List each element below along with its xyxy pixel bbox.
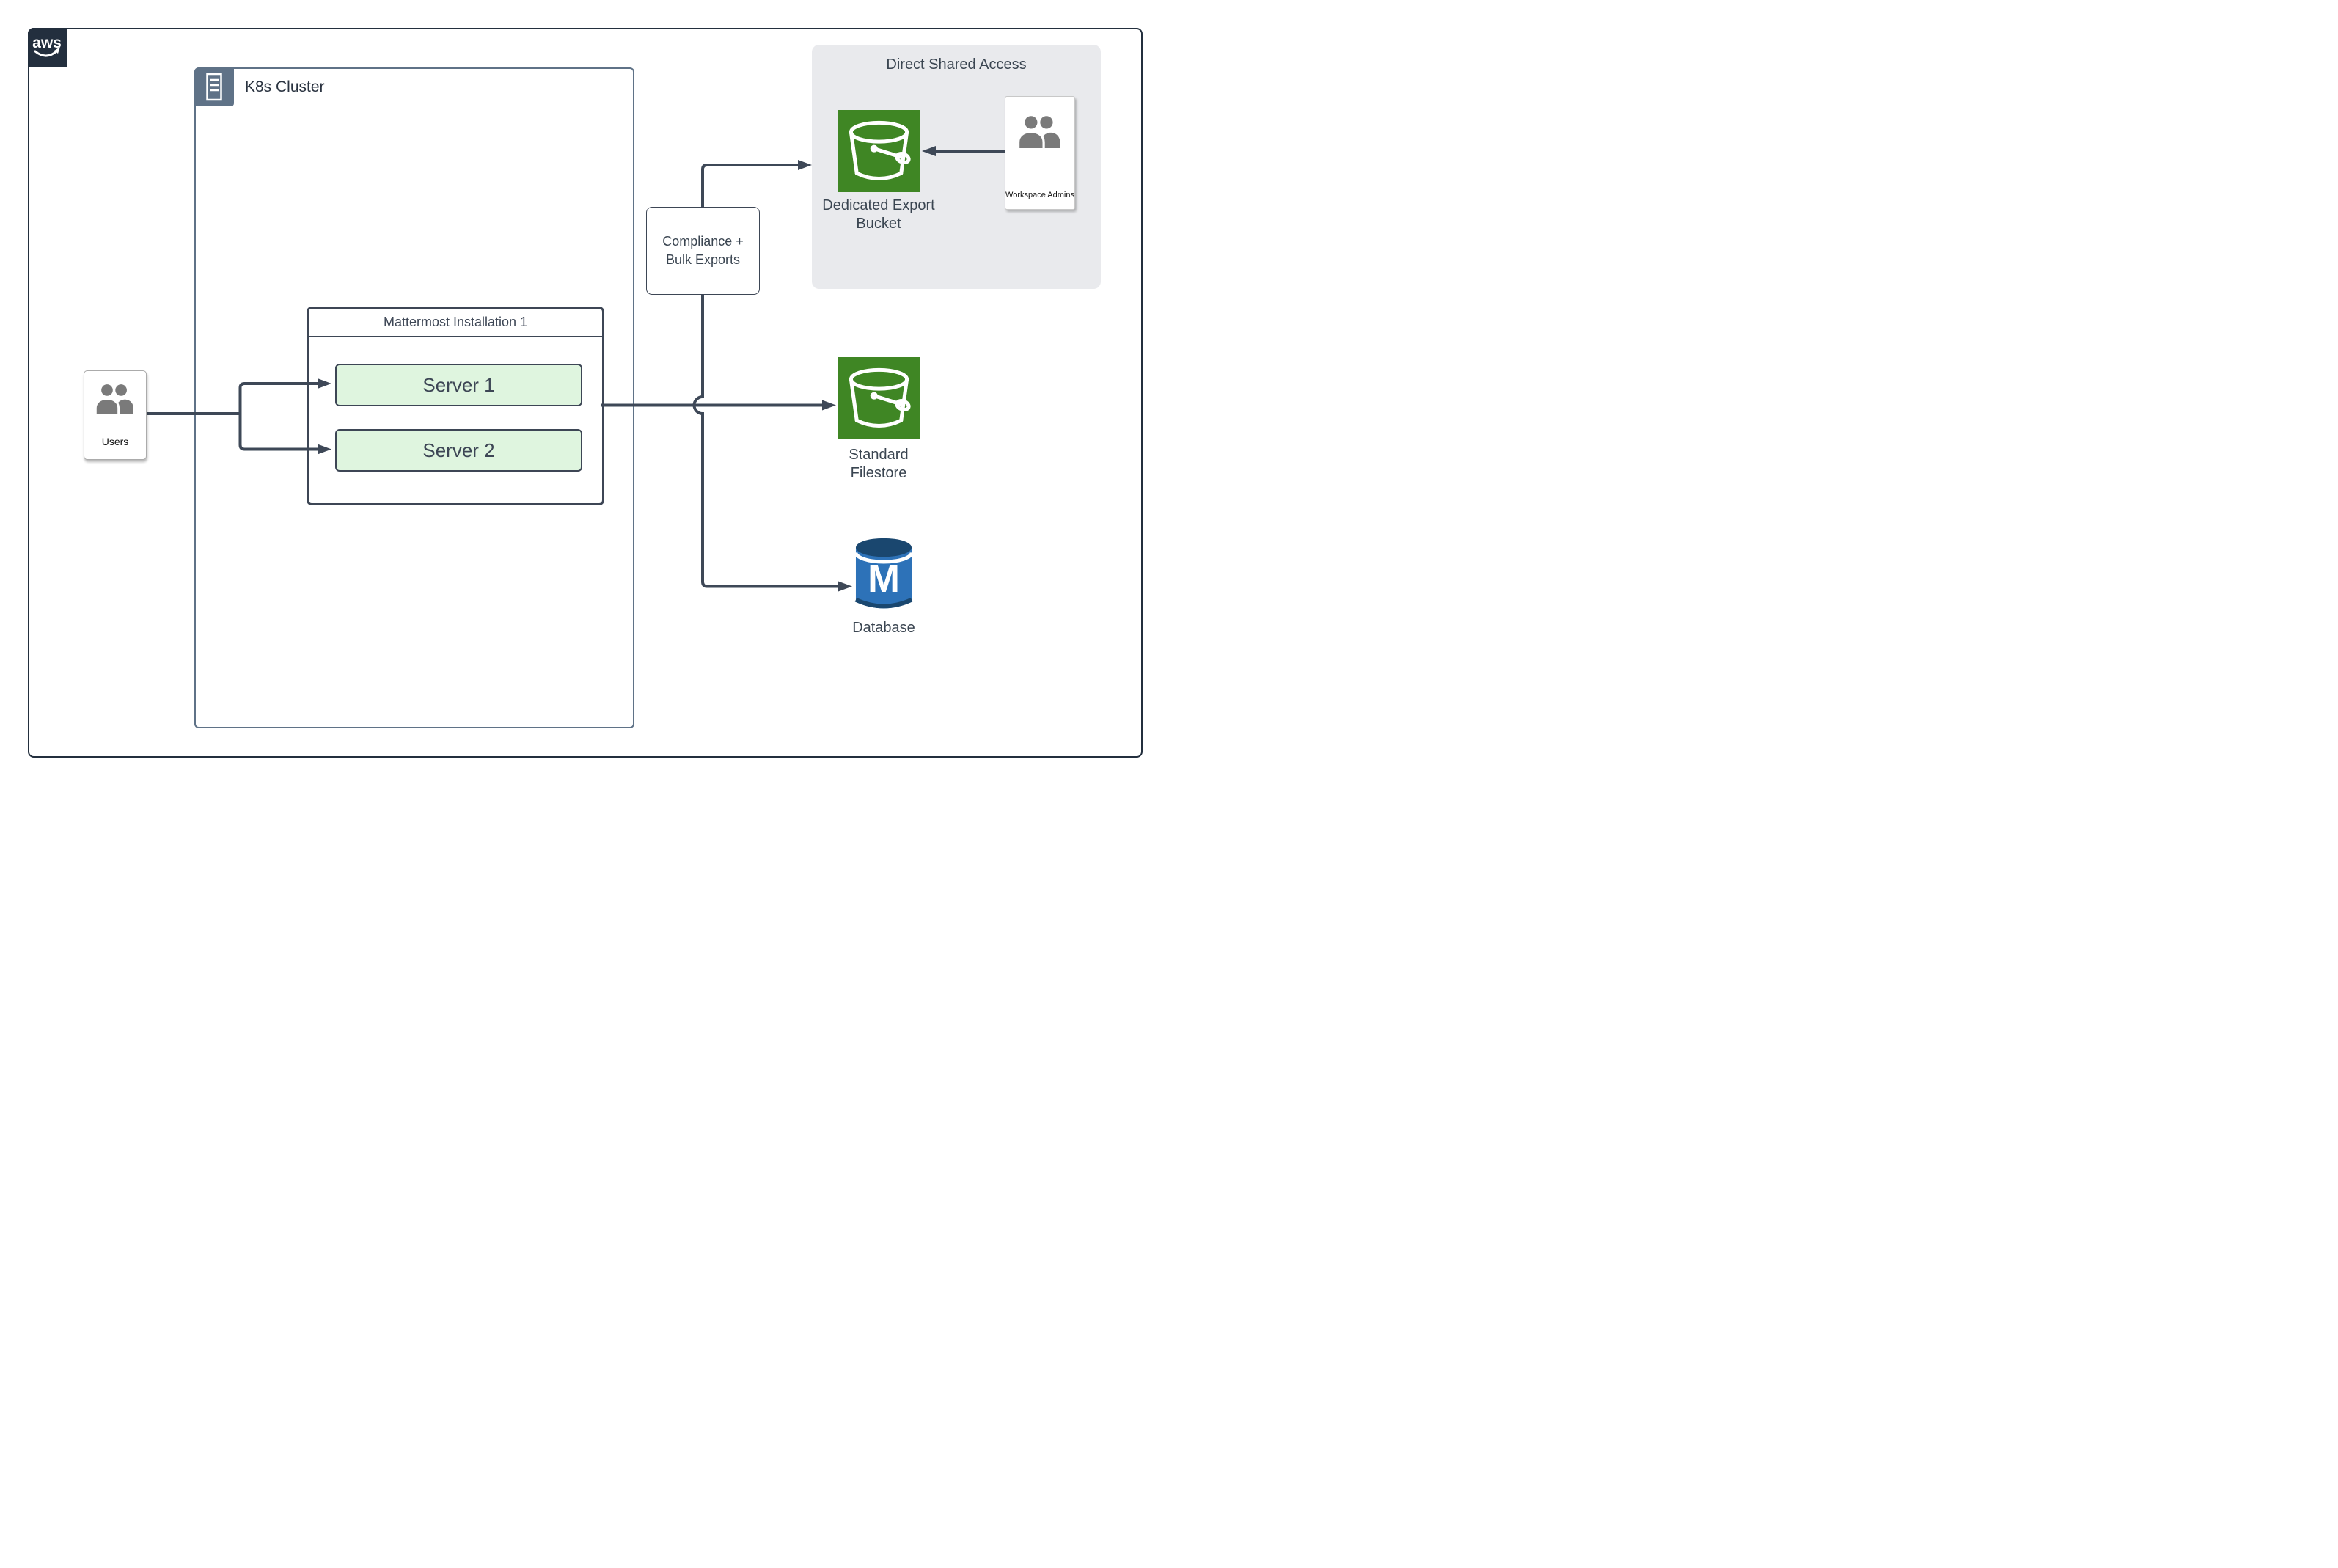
server-1-node: Server 1 xyxy=(335,364,582,406)
standard-filestore-label: Standard Filestore xyxy=(849,447,909,481)
database-cylinder-icon: M xyxy=(851,533,916,619)
users-node: Users xyxy=(84,370,147,460)
aws-logo-icon: aws xyxy=(28,28,67,67)
direct-shared-access-title: Direct Shared Access xyxy=(886,56,1027,73)
aws-logo-text: aws xyxy=(32,34,62,51)
s3-bucket-icon xyxy=(838,110,920,192)
compliance-label-line1: Compliance + xyxy=(662,234,744,249)
s3-bucket-icon xyxy=(838,357,920,439)
database-label: Database xyxy=(852,620,915,636)
dedicated-export-bucket-label: Dedicated Export Bucket xyxy=(822,197,935,232)
aws-cloud-boundary xyxy=(28,28,1143,758)
k8s-cluster-container xyxy=(194,67,634,728)
compliance-label-line2: Bulk Exports xyxy=(665,252,741,267)
workspace-admins-label: Workspace Admins xyxy=(1005,191,1074,199)
diagram-canvas: aws K8s Cluster Direct Shared Access Use… xyxy=(0,0,1169,784)
server-2-node: Server 2 xyxy=(335,429,582,472)
database-monogram: M xyxy=(868,557,900,601)
users-icon xyxy=(94,384,133,414)
k8s-cluster-label: K8s Cluster xyxy=(245,78,325,95)
workspace-admins-node: Workspace Admins xyxy=(1005,96,1075,210)
workspace-admins-icon xyxy=(1017,116,1060,148)
users-label: Users xyxy=(101,436,129,447)
mattermost-installation-title: Mattermost Installation 1 xyxy=(309,309,602,337)
server-rack-icon xyxy=(194,67,234,106)
compliance-bulk-exports-node: Compliance + Bulk Exports xyxy=(646,207,760,295)
